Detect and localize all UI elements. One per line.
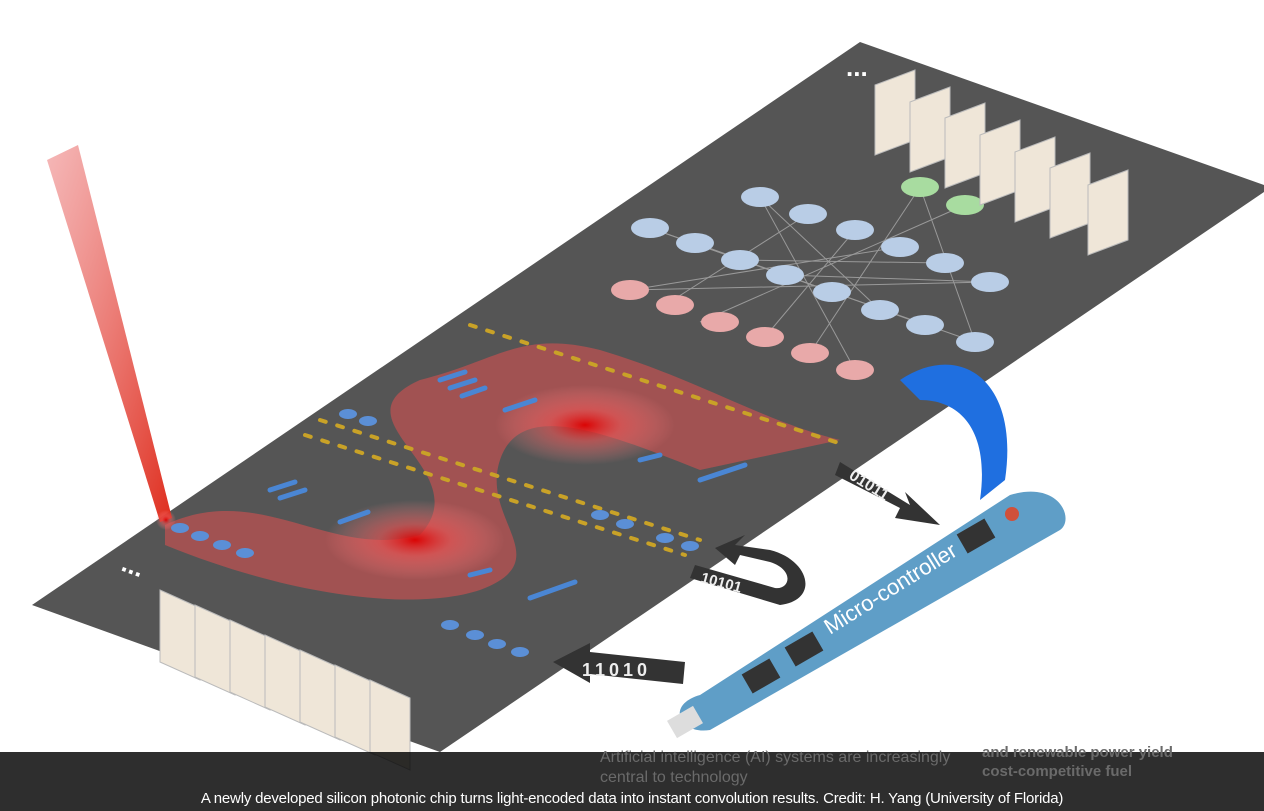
background-sidebar-snippet-1: and renewable power yield <box>982 744 1173 761</box>
neurons <box>611 177 1009 380</box>
laser-beam <box>47 145 172 522</box>
binary-out-arrow: 01011 <box>835 462 940 525</box>
svg-text:01011: 01011 <box>846 467 892 505</box>
gold-elements <box>303 323 847 557</box>
binary-in-arrow: 11010 <box>553 643 685 684</box>
input-cards <box>159 589 411 771</box>
feedback-arrow <box>900 364 1008 500</box>
output-cards <box>874 69 1129 256</box>
caption-overlay <box>0 752 1264 811</box>
background-sidebar-snippet-2: cost-competitive fuel <box>982 763 1133 780</box>
background-article-snippet: Artificial intelligence (AI) systems are… <box>600 749 951 786</box>
image-caption: A newly developed silicon photonic chip … <box>200 790 1064 807</box>
blue-resonators <box>171 409 699 657</box>
svg-text:10101: 10101 <box>699 569 744 596</box>
blue-bars <box>267 369 748 601</box>
ellipsis-top: ... <box>846 52 868 82</box>
neural-network <box>629 186 991 371</box>
svg-text:11010: 11010 <box>582 660 651 680</box>
